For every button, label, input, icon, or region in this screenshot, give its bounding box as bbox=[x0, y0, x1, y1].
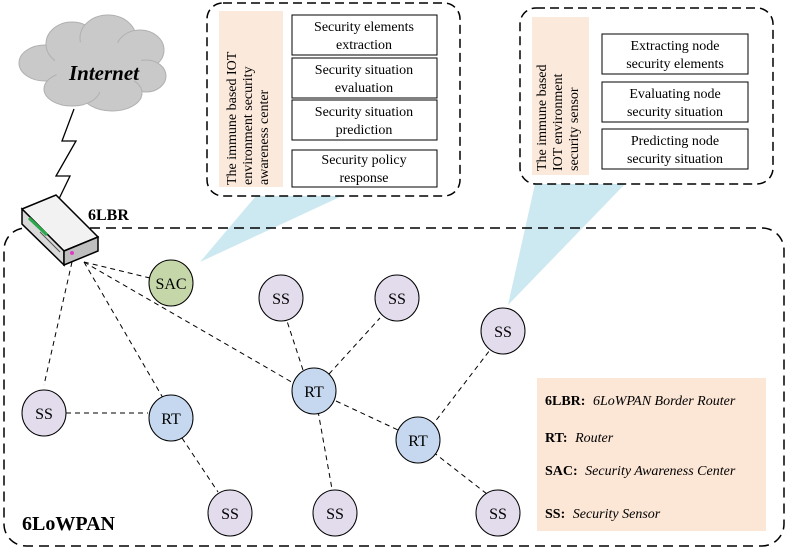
node-rt-right: RT bbox=[395, 416, 441, 464]
security-sensor-box: The immune based IOT environment securit… bbox=[519, 7, 774, 185]
legend-item-4-desc: Security Sensor bbox=[573, 507, 661, 522]
sac-function-2: Security situation evaluation bbox=[291, 57, 438, 99]
sensor-function-2-line-1: Evaluating node bbox=[629, 87, 720, 102]
legend-item-3-desc: Security Awareness Center bbox=[585, 464, 736, 479]
links bbox=[43, 261, 491, 495]
link-rt-right-ss-bottom3 bbox=[432, 451, 488, 495]
wireless-link-icon bbox=[54, 108, 78, 206]
legend-item-4-abbr: SS: bbox=[545, 507, 565, 522]
node-ss-bottom3: SS bbox=[475, 489, 521, 537]
legend-bg bbox=[537, 378, 766, 531]
sensor-function-3-line-1: Predicting node bbox=[631, 134, 719, 149]
sensor-function-2-line-2: security situation bbox=[627, 105, 723, 120]
sensor-beam bbox=[508, 184, 625, 305]
node-ss-bottom1: SS bbox=[207, 489, 253, 537]
node-ss-bottom2: SS bbox=[312, 489, 358, 537]
sac-function-2-line-1: Security situation bbox=[315, 63, 413, 78]
node-ss-top1: SS bbox=[258, 274, 304, 322]
legend-item-1-abbr: 6LBR: bbox=[545, 394, 585, 409]
link-6lbr-ss-left bbox=[43, 261, 73, 386]
node-sac-label: SAC bbox=[155, 276, 186, 293]
awareness-center-box: The immune based IOT environment securit… bbox=[206, 2, 461, 197]
link-rt-center-ss-top2 bbox=[328, 317, 381, 375]
security-sensor-title-line-1: The immune based bbox=[535, 64, 550, 171]
security-sensor-title-line-2: IOT environment bbox=[551, 74, 566, 171]
legend-item-3: SAC: Security Awareness Center bbox=[545, 464, 736, 479]
internet-cloud: Internet bbox=[18, 14, 167, 112]
awareness-center-title-line-1: The immune based IOT bbox=[225, 51, 240, 185]
node-rt-right-label: RT bbox=[408, 433, 428, 450]
sac-function-3-line-2: prediction bbox=[336, 123, 393, 138]
border-router-icon bbox=[20, 194, 100, 267]
awareness-center-title-line-2: environment security bbox=[241, 66, 256, 185]
awareness-center-title-bg bbox=[219, 11, 283, 187]
sac-function-3-line-1: Security situation bbox=[315, 105, 413, 120]
lowpan-region bbox=[3, 227, 785, 547]
sac-function-1: Security elements extraction bbox=[291, 14, 438, 56]
sensor-function-2: Evaluating node security situation bbox=[601, 81, 749, 123]
sac-beam bbox=[200, 196, 342, 262]
security-sensor-title: The immune based IOT environment securit… bbox=[535, 61, 582, 171]
link-rt-right-ss-right bbox=[430, 349, 491, 428]
legend: 6LBR: 6LoWPAN Border Router RT: Router S… bbox=[537, 378, 766, 531]
sensor-function-1-line-1: Extracting node bbox=[630, 39, 719, 54]
sensor-function-3-line-2: security situation bbox=[627, 152, 723, 167]
legend-item-1-desc: 6LoWPAN Border Router bbox=[593, 394, 736, 409]
legend-item-3-abbr: SAC: bbox=[545, 464, 578, 479]
sensor-function-1-line-2: security elements bbox=[626, 57, 724, 72]
node-ss-bottom1-label: SS bbox=[221, 506, 239, 523]
node-ss-top2: SS bbox=[374, 274, 420, 322]
node-rt-center-label: RT bbox=[304, 384, 324, 401]
sac-function-4: Security policy response bbox=[291, 149, 438, 188]
node-ss-top1-label: SS bbox=[272, 291, 290, 308]
node-rt-left-label: RT bbox=[161, 411, 181, 428]
lowpan-label: 6LoWPAN bbox=[22, 513, 116, 535]
link-rt-left-ss-bottom1 bbox=[181, 437, 219, 493]
link-rt-center-ss-top1 bbox=[285, 317, 304, 371]
node-ss-left-label: SS bbox=[35, 406, 53, 423]
legend-item-4: SS: Security Sensor bbox=[545, 507, 661, 522]
link-rt-center-ss-bottom2 bbox=[317, 410, 333, 490]
awareness-center-title: The immune based IOT environment securit… bbox=[225, 48, 272, 185]
node-ss-right: SS bbox=[480, 307, 526, 355]
link-rt-center-rt-right bbox=[335, 400, 399, 431]
legend-item-2: RT: Router bbox=[545, 431, 614, 446]
node-ss-top2-label: SS bbox=[388, 291, 406, 308]
legend-item-2-abbr: RT: bbox=[545, 431, 568, 446]
awareness-center-title-line-3: awareness center bbox=[257, 89, 272, 185]
internet-label: Internet bbox=[68, 61, 140, 85]
border-router-label: 6LBR bbox=[88, 207, 129, 224]
sac-function-4-line-2: response bbox=[340, 171, 389, 186]
sac-function-4-line-1: Security policy bbox=[321, 153, 406, 168]
sensor-function-1: Extracting node security elements bbox=[601, 33, 749, 75]
sac-function-1-line-2: extraction bbox=[336, 38, 392, 53]
sac-function-1-line-1: Security elements bbox=[314, 20, 414, 35]
link-6lbr-rt-center bbox=[83, 261, 296, 385]
legend-item-2-desc: Router bbox=[574, 431, 614, 446]
sac-function-3: Security situation prediction bbox=[291, 99, 438, 141]
node-sac: SAC bbox=[148, 259, 194, 307]
sac-function-2-line-2: evaluation bbox=[335, 81, 393, 96]
node-rt-center: RT bbox=[291, 367, 337, 415]
node-ss-bottom3-label: SS bbox=[489, 506, 507, 523]
node-ss-left: SS bbox=[21, 389, 67, 437]
node-ss-right-label: SS bbox=[494, 324, 512, 341]
security-sensor-title-line-3: security sensor bbox=[567, 87, 582, 171]
link-6lbr-sac bbox=[83, 261, 151, 279]
node-ss-bottom2-label: SS bbox=[326, 506, 344, 523]
sensor-function-3: Predicting node security situation bbox=[601, 128, 749, 170]
legend-item-1: 6LBR: 6LoWPAN Border Router bbox=[545, 394, 736, 409]
security-sensor-title-bg bbox=[532, 17, 589, 175]
node-rt-left: RT bbox=[148, 394, 194, 442]
